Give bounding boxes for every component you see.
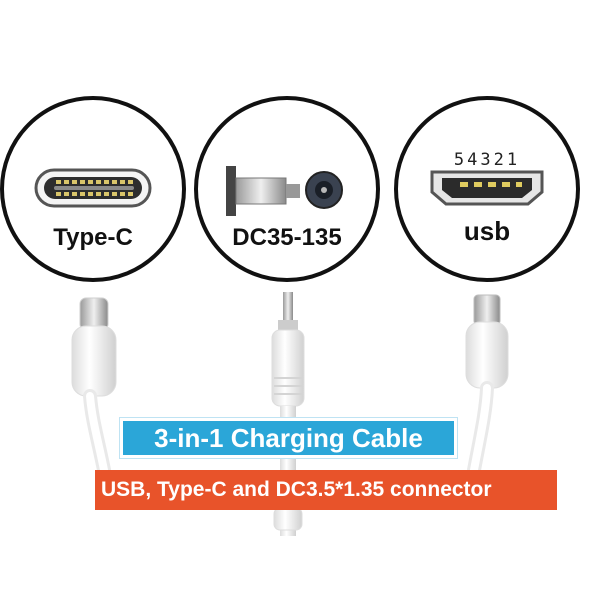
dc-badge: DC35-135: [194, 96, 380, 282]
type-c-label: Type-C: [53, 224, 133, 251]
pin-numbers: 54321: [453, 150, 521, 170]
usb-badge: 54321 usb: [394, 96, 580, 282]
type-c-port-icon: [34, 168, 152, 208]
subtitle-banner: USB, Type-C and DC3.5*1.35 connector: [95, 470, 557, 510]
micro-usb-port-icon: [430, 170, 544, 206]
dc-barrel-plug-icon: [226, 166, 343, 216]
title-banner-text: 3-in-1 Charging Cable: [154, 422, 423, 453]
subtitle-banner-text: USB, Type-C and DC3.5*1.35 connector: [101, 478, 492, 501]
usb-label: usb: [463, 216, 511, 246]
dc-label: DC35-135: [232, 224, 342, 251]
micro-usb-cable: [465, 294, 509, 477]
title-banner: 3-in-1 Charging Cable: [120, 418, 457, 458]
type-c-cable: [71, 297, 117, 477]
type-c-badge: Type-C: [0, 96, 186, 282]
